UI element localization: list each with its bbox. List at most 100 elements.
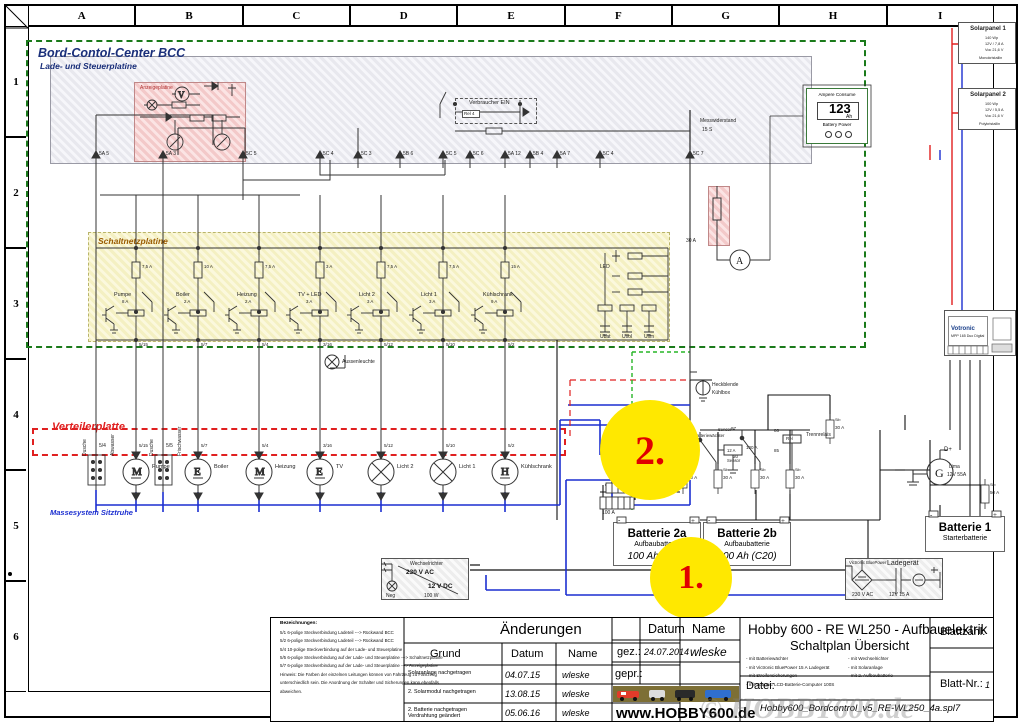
bcc-terminal-1: 5A 3 <box>166 151 177 157</box>
change-0-datum: 04.07.15 <box>505 670 541 680</box>
datei-label: Datei: <box>746 680 775 692</box>
fuse-rating-4: 30 A <box>835 425 845 430</box>
charger-sub: Victronic BluePower <box>849 560 887 565</box>
solar-panel-2-box: Solarpanel 2 100 Wp 12V / 5,5 A Voc 21,6… <box>958 88 1016 130</box>
solar-regulator-face <box>948 316 988 346</box>
svg-text:-: - <box>930 511 933 519</box>
bc-button-1[interactable] <box>825 131 832 138</box>
column-header-F: F <box>564 6 672 26</box>
fuse-rating-1: 30 A <box>760 475 770 480</box>
legend-header: Bezeichnungen: <box>280 621 318 626</box>
inverter-rating: 100 W <box>424 593 439 599</box>
battery-2a-name: Batterie 2a <box>627 528 687 540</box>
svg-text:H: H <box>501 466 509 478</box>
row-header-5: 5 <box>6 470 26 581</box>
inverter-input: 230 V AC <box>406 569 434 576</box>
fuse-rating-0: 30 A <box>723 475 733 480</box>
change-2-name: wleske <box>562 708 590 718</box>
anzeigeplatine-area <box>134 82 246 162</box>
sensor-plus-label: Sensor + <box>718 427 735 432</box>
verteilerplatte-area <box>32 428 566 456</box>
massesystem-label: Massesystem Sitztruhe <box>50 508 133 517</box>
column-header-I: I <box>886 6 994 26</box>
legend-item-7: abweichen. <box>280 688 303 694</box>
svg-text:M: M <box>132 466 142 478</box>
svg-text:M: M <box>255 466 265 478</box>
sensor-minus-label: Sensor <box>727 458 741 463</box>
batteriewaechter-rating: 12 A <box>727 448 736 453</box>
feature-left-3: - mit Votronic LCD-Batterie-Computer 100… <box>746 682 835 688</box>
battery-2b-type: Aufbaubatterie <box>724 541 770 548</box>
row-header-2: 2 <box>6 137 26 248</box>
bc-value: 123 <box>829 101 851 116</box>
features-right: - mit Wechselrichter- mit Solaranlage- m… <box>848 655 893 681</box>
bcc-terminal-7: 5C 6 <box>473 151 484 157</box>
column-header-E: E <box>457 6 565 26</box>
anzeigeplatine-label: Anzeigeplatine <box>140 85 173 91</box>
schaltnetz-1-5-7: 5/7 <box>201 342 208 347</box>
kuehlbox-label: Kühlbox <box>712 390 731 396</box>
relay4-label: Rel 4 <box>464 111 475 116</box>
solar-panel-2-title: Solarpanel 2 <box>970 92 1006 98</box>
battery-1-type: Starterbatterie <box>942 535 988 542</box>
bc-button-3[interactable] <box>845 131 852 138</box>
bc-brand: Battery Power <box>822 122 852 127</box>
verteiler-fuse-6: 5/2 <box>508 443 515 448</box>
website-url[interactable]: www.HOBBY600.de <box>616 705 756 722</box>
consumer-label-pumpe: Pumpe <box>152 464 170 470</box>
row-header-4: 4 <box>6 359 26 470</box>
trennrelais-rel-label: Rel <box>786 436 793 441</box>
change-2-datum: 05.06.16 <box>505 708 541 718</box>
verteilerplatte-title: Verteilerplatte <box>52 421 125 433</box>
solar-panel-1-l3: Voc 21,6 V <box>985 48 1004 52</box>
column-header-A: A <box>28 6 136 26</box>
bcc-terminal-8: 5A 12 <box>508 151 521 157</box>
column-header-B: B <box>135 6 243 26</box>
consumer-label-boiler: Boiler <box>214 464 229 470</box>
schaltnetz-3-3-a: 3 A <box>326 264 333 269</box>
lima-rating: 12V 55A <box>947 472 967 478</box>
inverter-label: Wechselrichter <box>410 561 443 567</box>
schaltnetz-2-2-a: 2 A <box>245 299 252 304</box>
schaltnetz-2-heizung: Heizung <box>237 292 257 298</box>
fuse-type-5: Sib <box>990 483 996 487</box>
consumer-label-licht 2: Licht 2 <box>397 464 414 470</box>
bcc-terminal-2: 5C 5 <box>246 151 257 157</box>
schaltnetz-4-7-5-a: 7,5 A <box>387 264 398 269</box>
consumer-label-kühlschrank: Kühlschrank <box>521 464 552 470</box>
led-label: LED <box>600 264 610 270</box>
battery-2b-capacity: 100 Ah (C20) <box>717 551 777 562</box>
trennrelais-pin-30: 30 <box>733 454 739 459</box>
change-0-grund: Solaranlage nachgetragen <box>408 670 472 676</box>
schaltnetz-0-7-5-a: 7,5 A <box>142 264 153 269</box>
legend-item-2: 5/4 10-polige Steckverbindung auf der La… <box>280 646 403 652</box>
schaltnetz-0-5-15: 5/15 <box>139 342 148 347</box>
mess-shunt-rating: 100 A <box>602 510 615 516</box>
battery-2b-name: Batterie 2b <box>717 528 777 540</box>
bc-button-2[interactable] <box>835 131 842 138</box>
battery-computer-display[interactable]: Ampere Consume 123 Ah Battery Power <box>806 88 868 144</box>
solar-panel-2-l2: 12V / 5,5 A <box>985 108 1004 112</box>
charger-input: 230 V AC <box>852 592 874 598</box>
fuse-rating-3: 30 A <box>688 475 698 480</box>
fuse-type-4: Sib <box>835 418 841 422</box>
inverter-output: 12 V DC <box>428 583 453 590</box>
fuse-rating-5: 50 A <box>990 490 1000 495</box>
schaltnetz-1-boiler: Boiler <box>176 292 190 298</box>
schaltnetz-0-8-a: 8 A <box>122 299 129 304</box>
svg-text:-: - <box>708 516 711 524</box>
verteiler-fuse-3: 3/16 <box>323 443 332 448</box>
schaltnetz-5-7-5-a: 7,5 A <box>449 264 460 269</box>
main-title: Hobby 600 - RE WL250 - Aufbauelektrik <box>748 622 988 637</box>
fuse-rating-2: 30 A <box>795 475 805 480</box>
schaltnetz-3-3-16: 3/16 <box>323 342 332 347</box>
schaltnetz-5-5-10: 5/10 <box>446 342 455 347</box>
schaltnetzplatine-title: Schaltnetzplatine <box>98 236 168 246</box>
svg-text:E: E <box>194 466 201 478</box>
